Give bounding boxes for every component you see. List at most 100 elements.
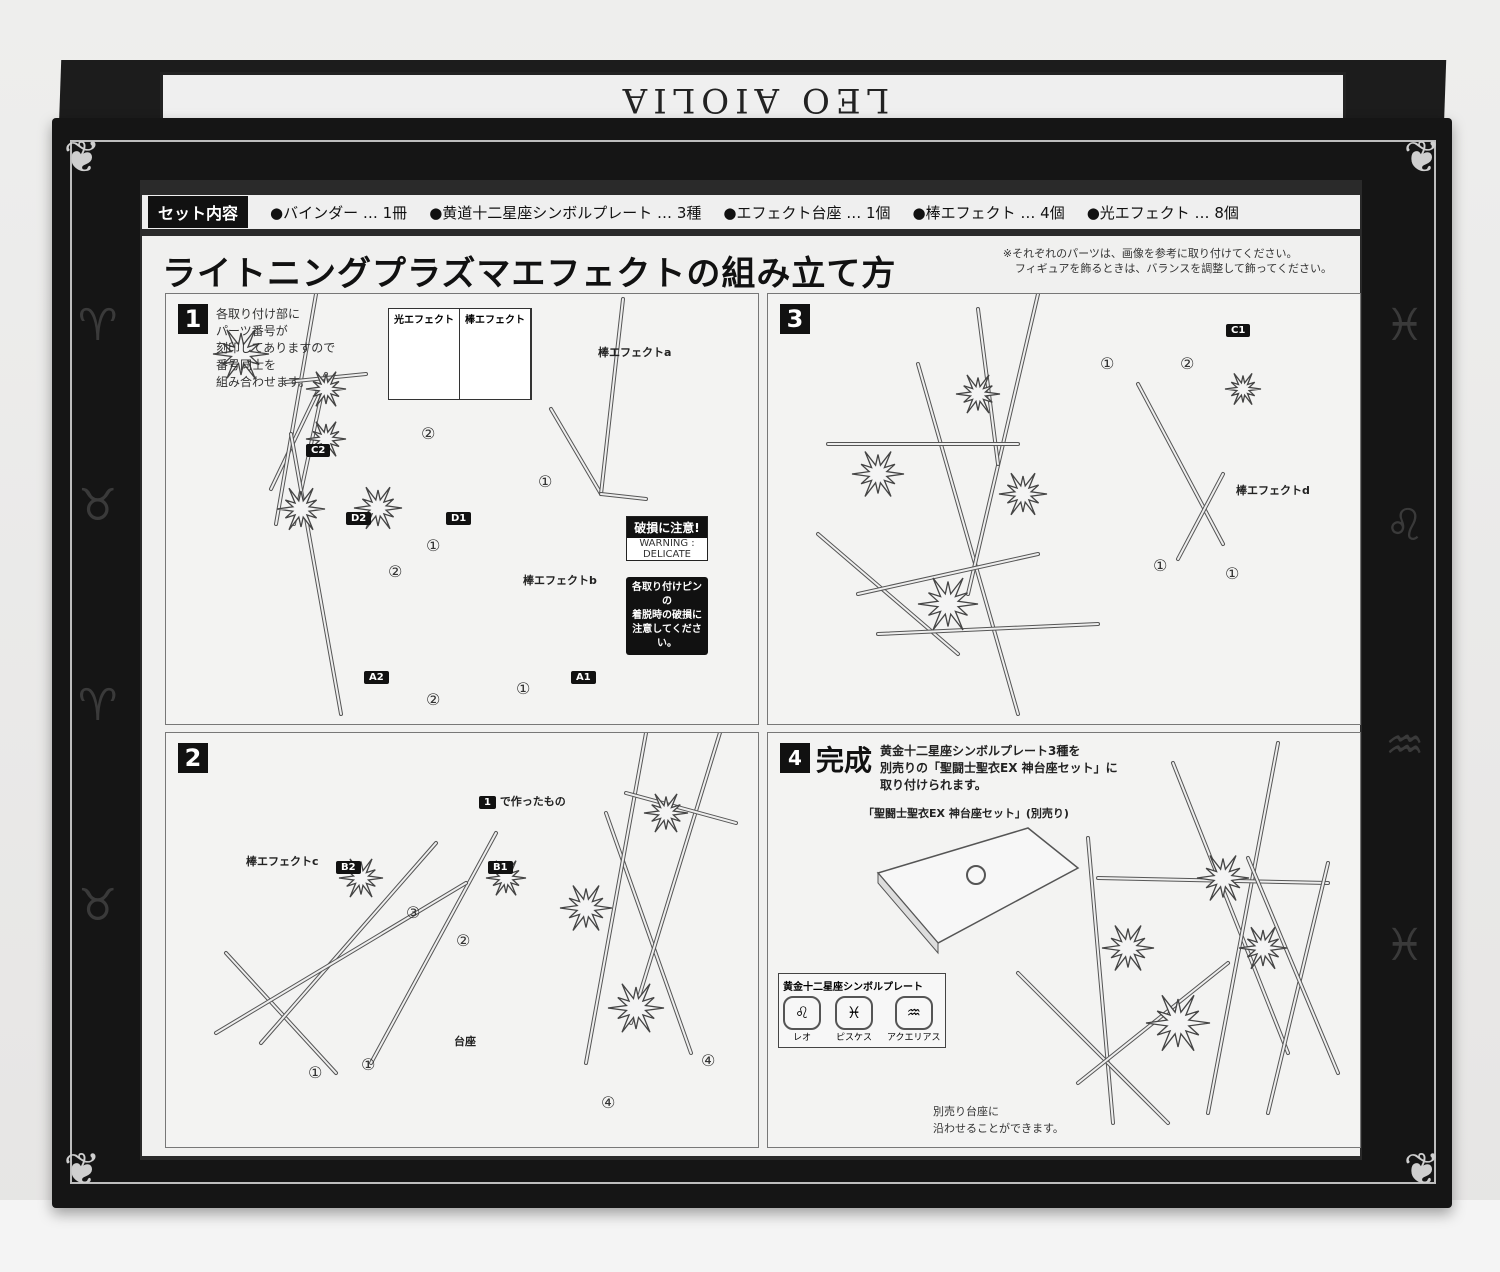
light-effect-star — [851, 451, 905, 497]
light-effect-star — [485, 860, 527, 896]
stick-effect — [817, 533, 959, 655]
part-label: B2 — [336, 861, 361, 874]
stick-effect — [857, 553, 1039, 595]
instructions-area: ライトニングプラズマエフェクトの組み立て方 ※それぞれのパーツは、画像を参考に取… — [142, 236, 1361, 1156]
stick-effect — [605, 812, 692, 1054]
light-effect-star — [559, 885, 613, 931]
stick-effect — [585, 733, 647, 1064]
zodiac-taurus-icon: ♉ — [78, 480, 118, 531]
plates-title: 黄金十二星座シンボルプレート — [783, 982, 923, 993]
step-number: 2 — [178, 743, 208, 773]
box-border — [70, 140, 1436, 1184]
step-marker: ② — [456, 931, 471, 950]
text-line: 番号同士を — [216, 358, 277, 372]
stick-effect-c-label: 棒エフェクトc — [246, 855, 319, 868]
light-effect-star — [998, 472, 1048, 516]
set-item: ●バインダー … 1冊 — [270, 203, 408, 222]
text-line: 着脱時の破損に — [632, 610, 702, 621]
step-1-text: 各取り付け部に パーツ番号が 刻印してありますので 番号同士を 組み合わせます。 — [216, 306, 335, 391]
set-contents-tag: セット内容 — [148, 196, 249, 228]
corner-ornament-icon: ❦ — [1403, 132, 1441, 183]
page-title: ライトニングプラズマエフェクトの組み立て方 — [162, 254, 897, 294]
stick-effect — [290, 433, 342, 715]
step-marker: ① — [426, 536, 441, 555]
zodiac-aquarius-icon: ♒ — [1385, 720, 1425, 771]
stick-effect — [1172, 762, 1289, 1054]
note-line: フィギュアを飾るときは、バランスを調整して飾ってください。 — [1014, 262, 1332, 275]
corner-ornament-icon: ❦ — [63, 1144, 101, 1195]
stick-effect-d-label: 棒エフェクトd — [1236, 484, 1310, 497]
note-line: ※それぞれのパーツは、画像を参考に取り付けてください。 — [1002, 247, 1298, 260]
text-line: 注意してください。 — [632, 624, 702, 649]
assembly-note: ※それぞれのパーツは、画像を参考に取り付けてください。 フィギュアを飾るときは、… — [1003, 246, 1332, 276]
text: で作ったもの — [499, 795, 566, 808]
step-marker: ① — [516, 679, 531, 698]
stick-effect — [625, 792, 737, 824]
stick-effect — [225, 952, 337, 1074]
step-number: 1 — [178, 304, 208, 334]
text-line: 沿わせることができます。 — [933, 1122, 1064, 1135]
light-effect-star — [353, 486, 403, 530]
stick-effect — [1207, 742, 1279, 1114]
shelf-surface — [0, 1200, 1500, 1272]
set-item: ●黄道十二星座シンボルプレート … 3種 — [429, 203, 702, 222]
stick-effect — [260, 842, 437, 1044]
light-effect-star — [338, 858, 384, 898]
step-marker: ② — [421, 424, 436, 443]
text-line: 取り付けられます。 — [880, 778, 987, 792]
step-ref: 1 — [479, 796, 496, 809]
part-label: A2 — [364, 671, 389, 684]
stick-effect — [877, 623, 1099, 635]
text-line: 各取り付け部に — [216, 307, 301, 321]
zodiac-taurus-icon: ♉ — [78, 880, 118, 931]
light-effect-star — [1101, 925, 1155, 971]
step-4-panel: 4 完成 黄金十二星座シンボルプレート3種を 別売りの「聖闘士聖衣EX 神台座セ… — [767, 732, 1361, 1148]
stick-effect — [370, 832, 497, 1064]
step-3-panel: 3 棒エフェクトd C1 ① ② ① ① — [767, 293, 1361, 725]
zodiac-pisces-icon: ♓ — [1385, 920, 1425, 971]
stick-effect — [1137, 383, 1224, 545]
stick-effect — [1017, 972, 1169, 1124]
stick-effect-a-label: 棒エフェクトa — [598, 346, 672, 359]
step-marker: ② — [388, 562, 403, 581]
light-effect-star — [607, 983, 665, 1033]
light-effect-star — [1196, 855, 1250, 901]
set-contents-bar: セット内容 ●バインダー … 1冊 ●黄道十二星座シンボルプレート … 3種 ●… — [142, 195, 1360, 229]
zodiac-leo-icon: ♌ — [1385, 500, 1425, 551]
leo-icon: ♌ — [783, 996, 821, 1030]
step-marker: ① — [1153, 556, 1168, 575]
stick-effect — [600, 493, 647, 500]
pisces-icon: ♓ — [835, 996, 873, 1030]
step-2-panel: 2 棒エフェクトc B2 B1 台座 1 で作ったもの ③ ② ① ① ④ ④ — [165, 732, 759, 1148]
light-effect-star — [212, 329, 270, 379]
warning-text: DELICATE — [642, 549, 691, 560]
light-effect-star — [1224, 373, 1262, 405]
step-marker: ② — [426, 690, 441, 709]
stand-base-drawing — [876, 827, 1080, 955]
zodiac-pisces-icon: ♓ — [1385, 300, 1425, 351]
stick-effect — [550, 408, 602, 495]
stick-effect — [1247, 857, 1339, 1074]
corner-ornament-icon: ❦ — [1403, 1144, 1441, 1195]
step-marker: ① — [538, 472, 553, 491]
pin-warning-badge: 各取り付けピンの 着脱時の破損に 注意してください。 — [626, 577, 708, 655]
part-label: D1 — [446, 512, 472, 525]
symbol-plates-box: 黄金十二星座シンボルプレート ♌レオ ♓ピスケス ♒アクエリアス — [778, 973, 946, 1048]
table-header: 光エフェクト — [389, 309, 460, 399]
part-detail-table: 光エフェクト 棒エフェクト — [388, 308, 532, 400]
aquarius-icon: ♒ — [894, 996, 933, 1030]
light-effect-star — [643, 793, 689, 833]
step-2-diagram — [214, 733, 738, 1075]
step-marker: ③ — [406, 903, 421, 922]
plate-label: レオ — [792, 1033, 811, 1043]
text-line: 別売り台座に — [933, 1105, 999, 1118]
step-number: 3 — [780, 304, 810, 334]
light-effect-star — [305, 371, 347, 407]
step-marker: ① — [361, 1055, 376, 1074]
set-item: ●光エフェクト … 8個 — [1086, 203, 1239, 222]
step-marker: ④ — [701, 1051, 716, 1070]
text-line: パーツ番号が — [216, 324, 288, 338]
step-marker: ② — [1180, 354, 1195, 373]
part-label: D2 — [346, 512, 372, 525]
plate-pisces: ♓ピスケス — [835, 996, 873, 1043]
